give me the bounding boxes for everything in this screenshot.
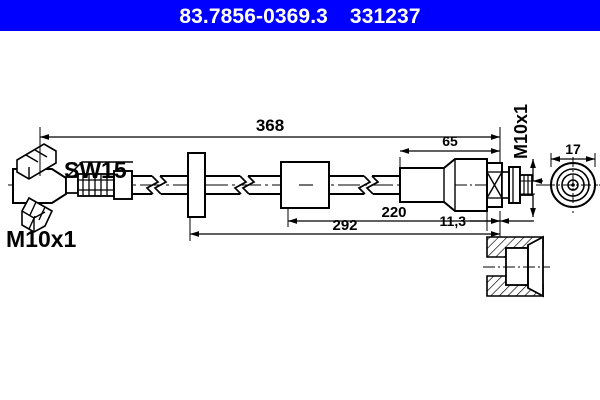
dimension-value-17: 17 xyxy=(565,141,581,157)
left-crimp-ferrule xyxy=(77,173,115,197)
catalog-number: 331237 xyxy=(349,4,421,28)
right-threaded-stud xyxy=(501,166,533,204)
dimension-value-220: 220 xyxy=(381,204,406,221)
part-number: 83.7856-0369.3 xyxy=(179,4,328,28)
label-sw15: SW15 xyxy=(64,157,127,183)
dimension-292 xyxy=(189,218,500,241)
left-banjo-fitting xyxy=(12,143,133,233)
hose-segment-1 xyxy=(132,175,188,195)
label-m10x1-left: M10x1 xyxy=(6,226,77,252)
dimension-65 xyxy=(399,143,501,171)
hose-segment-2 xyxy=(205,175,281,195)
header-title-group: 83.7856-0369.3 331237 xyxy=(179,5,420,29)
leader-sw15 xyxy=(66,161,133,178)
left-upper-bolt xyxy=(16,143,57,180)
dimension-17 xyxy=(550,153,596,167)
hose-segment-3 xyxy=(329,175,400,195)
dimension-220 xyxy=(287,209,500,227)
hose-block-2 xyxy=(280,161,330,209)
right-hex-nut xyxy=(486,162,503,208)
right-end-fitting-body xyxy=(399,158,488,212)
circular-end-view xyxy=(545,157,600,213)
dimension-value-11-3: 11,3 xyxy=(440,213,467,229)
dimension-value-368: 368 xyxy=(256,116,284,135)
technical-drawing: SW15 M10x1 M10x1 368 65 17 11,3 220 292 xyxy=(0,31,600,400)
leader-m10x1-left xyxy=(28,215,36,230)
dimension-value-292: 292 xyxy=(332,217,357,234)
left-lower-bolt xyxy=(21,196,54,233)
dimension-11-3 xyxy=(470,211,534,237)
drawing-svg: SW15 M10x1 M10x1 368 65 17 11,3 220 292 xyxy=(6,104,600,298)
label-m10x1-right: M10x1 xyxy=(511,104,531,159)
leader-m10x1-right xyxy=(520,159,543,217)
bracket-section-detail xyxy=(483,235,550,298)
hose-bracket-1 xyxy=(187,152,206,218)
dimension-value-65: 65 xyxy=(442,133,458,149)
header-bar: 83.7856-0369.3 331237 xyxy=(0,0,600,31)
